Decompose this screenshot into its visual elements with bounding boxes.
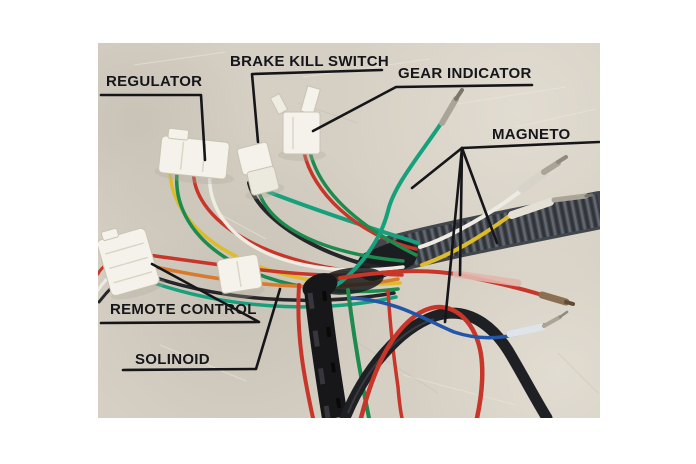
pointer-lines	[99, 68, 600, 372]
label-brake-kill-switch: BRAKE KILL SWITCH	[230, 53, 389, 70]
label-gear-indicator: GEAR INDICATOR	[398, 65, 532, 82]
brake-kill-switch-connector	[236, 141, 285, 200]
pointer-remote-control	[99, 262, 261, 325]
harness-photo-drawing	[98, 43, 600, 418]
pointer-brake-kill-switch	[250, 68, 384, 144]
tape-wrapped-bundle	[302, 273, 348, 418]
label-magneto: MAGNETO	[492, 126, 571, 143]
regulator-connector	[154, 127, 234, 185]
harness-photo: REGULATOR BRAKE KILL SWITCH GEAR INDICAT…	[98, 43, 600, 418]
pointer-solinoid	[121, 287, 282, 372]
label-solinoid: SOLINOID	[135, 351, 210, 368]
black-cable	[339, 304, 553, 418]
pointer-gear-indicator	[311, 83, 534, 133]
pointer-magneto	[410, 140, 600, 324]
label-regulator: REGULATOR	[106, 73, 203, 90]
white-wire-terminal	[418, 155, 568, 249]
blue-wire-terminal	[350, 296, 569, 340]
pointer-regulator	[99, 93, 207, 162]
yellow-wire-terminal	[420, 193, 594, 267]
remote-control-connector	[98, 227, 166, 300]
gear-indicator-connector	[269, 85, 326, 161]
label-remote-control: REMOTE CONTROL	[110, 301, 257, 318]
surface-scratches	[133, 51, 599, 406]
solenoid-connector	[216, 254, 265, 300]
